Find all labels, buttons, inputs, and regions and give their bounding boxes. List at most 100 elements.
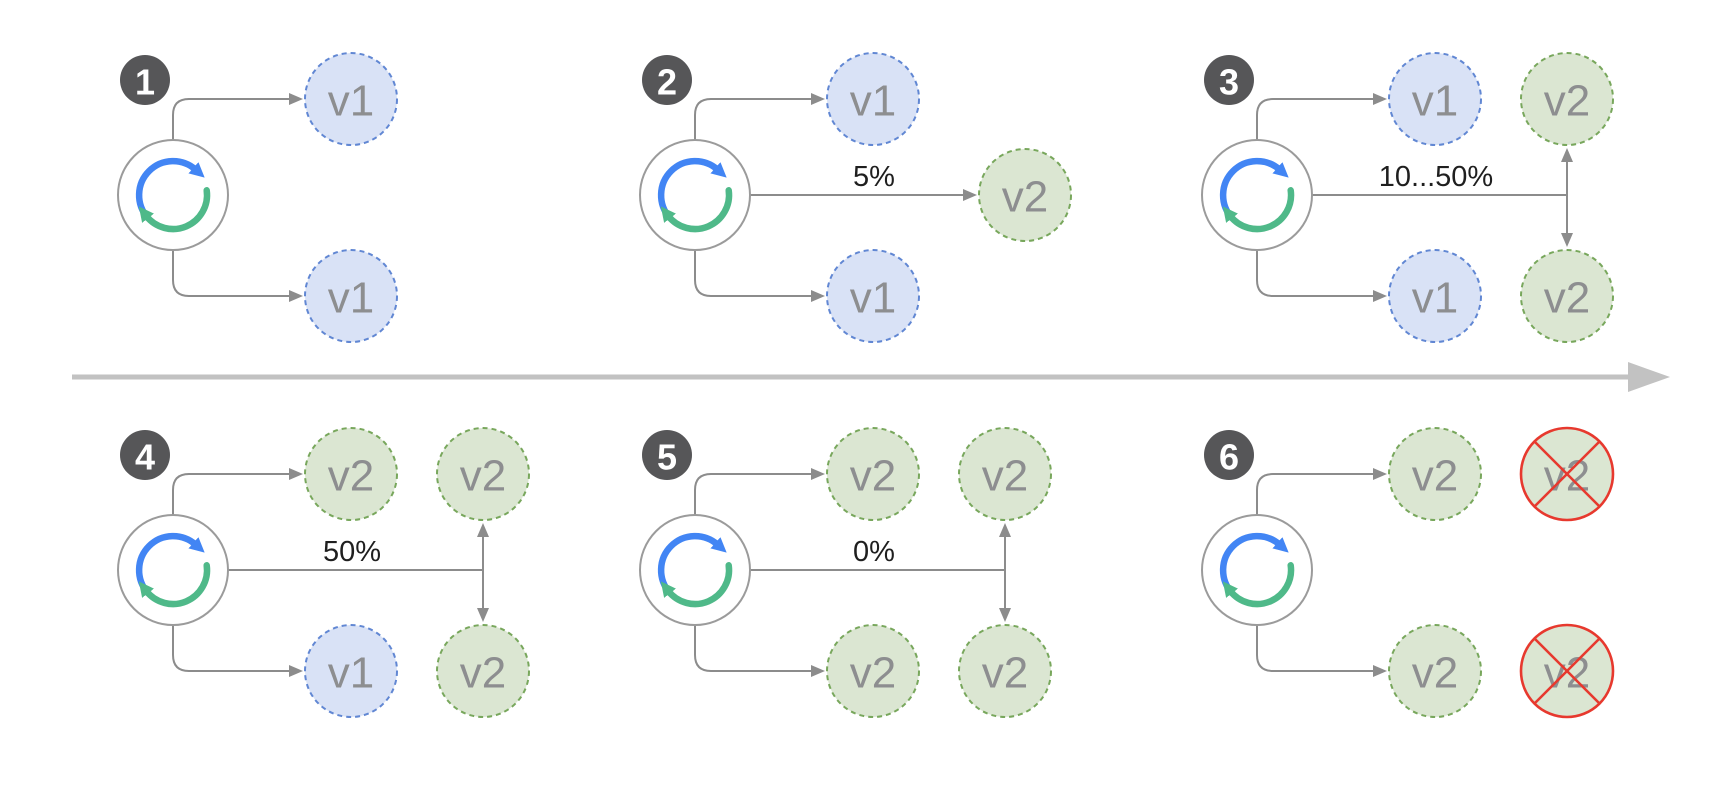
node-circle [1520, 52, 1614, 146]
badge-circle [642, 430, 692, 480]
stage-number: 1 [135, 62, 155, 103]
load-balancer-ring [639, 514, 751, 626]
terminated-node-v2: v2 [1519, 623, 1615, 719]
sync-arrow-green-icon [660, 187, 733, 233]
stage-diagram: 3 10...50% v1 v1 v2 v2 [1201, 52, 1614, 343]
node-label: v2 [460, 452, 506, 501]
sync-arrow-blue-icon [657, 157, 727, 221]
node-label: v2 [982, 649, 1028, 698]
node-label: v2 [850, 452, 896, 501]
node-label: v2 [328, 452, 374, 501]
stage-panel-5: 5 0% v2 v2 v2 v2 [522, 375, 1082, 725]
load-balancer-icon [117, 139, 229, 251]
badge-circle [642, 55, 692, 105]
node-circle [826, 52, 920, 146]
load-balancer-ring [1201, 139, 1313, 251]
badge-circle [1204, 430, 1254, 480]
node-circle [436, 624, 530, 718]
stage-number: 5 [657, 437, 677, 478]
connector-arrow-bottom [1256, 250, 1387, 302]
node-v1: v1 [304, 249, 398, 343]
stage-number: 4 [135, 437, 155, 478]
stage-panel-4: 4 50% v2 v1 v2 v2 [0, 375, 560, 725]
timeline-arrow [72, 362, 1670, 392]
stage-badge: 1 [120, 55, 170, 105]
connector-arrow-bottom [694, 250, 825, 302]
terminated-node-v2: v2 [1519, 426, 1615, 522]
node-circle [958, 624, 1052, 718]
node-v2: v2 [958, 624, 1052, 718]
node-label: v2 [1544, 274, 1590, 323]
sync-arrow-green-icon [1222, 562, 1295, 608]
node-label: v2 [850, 649, 896, 698]
node-circle [958, 427, 1052, 521]
cross-line [1533, 440, 1601, 508]
node-label: v1 [328, 274, 374, 323]
connector-arrow-top [1256, 93, 1387, 140]
stage-number: 3 [1219, 62, 1239, 103]
load-balancer-ring [1201, 514, 1313, 626]
connector-arrow-top [1256, 468, 1387, 515]
sync-arrow-green-icon [1222, 187, 1295, 233]
node-label: v1 [328, 649, 374, 698]
node-v1: v1 [304, 624, 398, 718]
node-label: v1 [850, 274, 896, 323]
node-label: v2 [1412, 452, 1458, 501]
node-circle [1520, 249, 1614, 343]
node-circle [826, 624, 920, 718]
traffic-percentage: 10...50% [1379, 161, 1493, 193]
traffic-percentage: 50% [323, 536, 381, 568]
node-circle [1388, 427, 1482, 521]
load-balancer-icon [639, 139, 751, 251]
badge-circle [120, 55, 170, 105]
node-circle [304, 52, 398, 146]
connector-arrow-bottom [172, 625, 303, 677]
load-balancer-icon [1201, 139, 1313, 251]
node-circle [436, 427, 530, 521]
node-label: v2 [1412, 649, 1458, 698]
node-circle [826, 249, 920, 343]
node-circle [978, 148, 1072, 242]
node-label: v1 [1412, 274, 1458, 323]
node-label: v1 [850, 77, 896, 126]
node-circle [304, 427, 398, 521]
node-label: v1 [328, 77, 374, 126]
stage-diagram: 5 0% v2 v2 v2 v2 [639, 427, 1052, 718]
node-circle [826, 427, 920, 521]
traffic-percentage: 0% [853, 536, 895, 568]
node-circle [1388, 52, 1482, 146]
node-v2: v2 [304, 427, 398, 521]
timeline-arrowhead [1628, 362, 1670, 392]
node-v1: v1 [1388, 249, 1482, 343]
node-v2: v2 [436, 427, 530, 521]
node-v2: v2 [1520, 249, 1614, 343]
node-v2: v2 [958, 427, 1052, 521]
badge-circle [120, 430, 170, 480]
node-label: v2 [460, 649, 506, 698]
sync-arrow-blue-icon [1219, 157, 1289, 221]
node-circle [304, 624, 398, 718]
node-circle [304, 249, 398, 343]
sync-arrow-blue-icon [135, 532, 205, 596]
load-balancer-ring [117, 139, 229, 251]
connector-arrow-top [694, 93, 825, 140]
sync-arrow-green-icon [138, 187, 211, 233]
connector-arrow-bottom [1256, 625, 1387, 677]
node-label: v2 [1002, 173, 1048, 222]
node-circle [1388, 249, 1482, 343]
node-v1: v1 [304, 52, 398, 146]
load-balancer-icon [639, 514, 751, 626]
stage-panel-1: 1 v1 v1 [0, 0, 560, 350]
stage-badge: 2 [642, 55, 692, 105]
connector-arrow-top [172, 93, 303, 140]
node-label: v2 [982, 452, 1028, 501]
node-v2: v2 [1520, 52, 1614, 146]
stage-number: 2 [657, 62, 677, 103]
node-v1: v1 [1388, 52, 1482, 146]
node-circle [1388, 624, 1482, 718]
stage-badge: 4 [120, 430, 170, 480]
connector-arrow-bottom [694, 625, 825, 677]
